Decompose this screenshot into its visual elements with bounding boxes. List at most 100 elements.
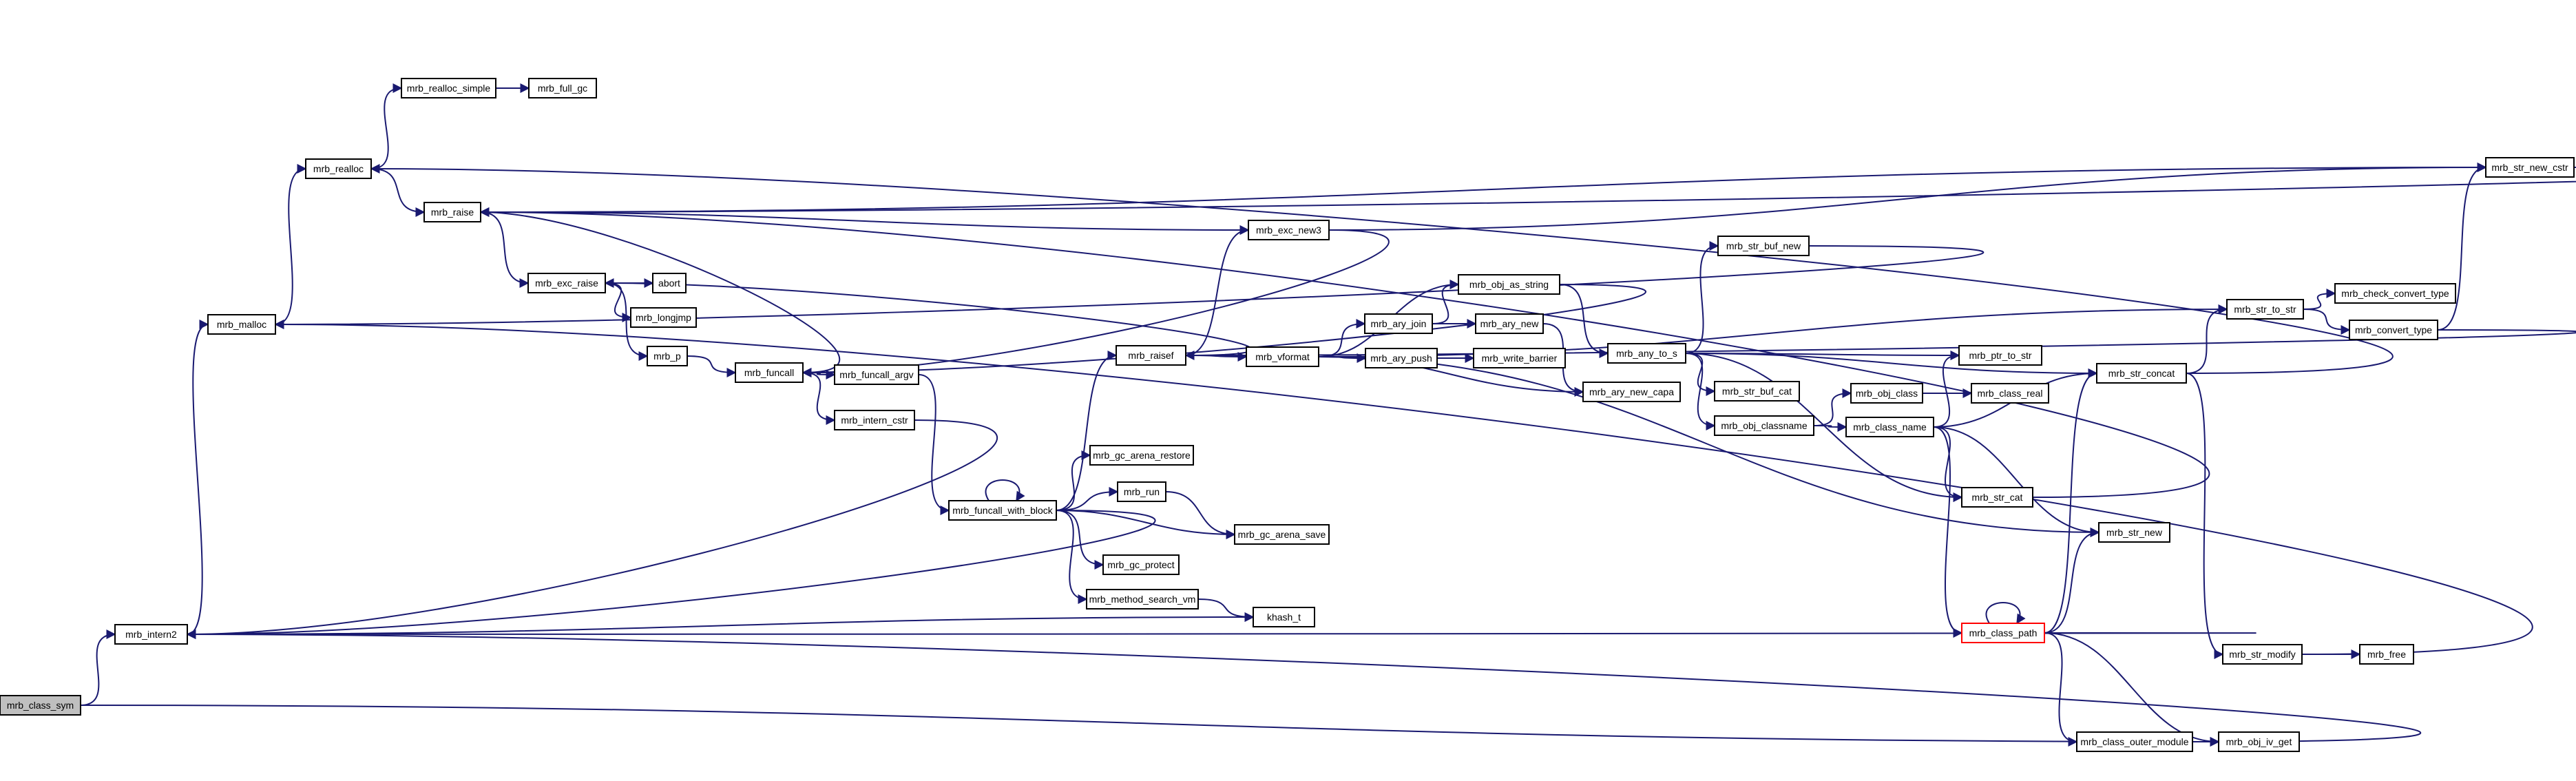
node-mrb_full_gc[interactable]: mrb_full_gc <box>528 78 597 98</box>
node-box-mrb_any_to_s[interactable] <box>1607 343 1686 364</box>
node-mrb_funcall[interactable]: mrb_funcall <box>735 362 804 383</box>
node-box-mrb_class_path[interactable] <box>1961 623 2045 643</box>
node-box-mrb_malloc[interactable] <box>207 314 276 335</box>
node-mrb_write_barrier[interactable]: mrb_write_barrier <box>1473 348 1566 368</box>
node-mrb_ary_push[interactable]: mrb_ary_push <box>1365 348 1438 368</box>
node-box-khash_t[interactable] <box>1253 607 1315 627</box>
node-mrb_ary_new_capa[interactable]: mrb_ary_new_capa <box>1582 382 1681 402</box>
node-box-mrb_funcall_argv[interactable] <box>834 364 919 385</box>
node-box-mrb_write_barrier[interactable] <box>1473 348 1566 368</box>
node-mrb_ptr_to_str[interactable]: mrb_ptr_to_str <box>1958 345 2042 366</box>
node-box-mrb_ary_new[interactable] <box>1475 313 1544 334</box>
node-box-mrb_gc_arena_save[interactable] <box>1234 524 1330 545</box>
node-abort[interactable]: abort <box>652 273 687 293</box>
node-box-mrb_intern_cstr[interactable] <box>834 410 915 430</box>
node-box-mrb_realloc[interactable] <box>305 158 372 179</box>
node-mrb_intern2[interactable]: mrb_intern2 <box>114 624 188 645</box>
node-box-mrb_raise[interactable] <box>423 202 481 222</box>
node-box-mrb_intern2[interactable] <box>114 624 188 645</box>
node-mrb_gc_protect[interactable]: mrb_gc_protect <box>1102 554 1180 575</box>
node-mrb_vformat[interactable]: mrb_vformat <box>1246 346 1319 367</box>
node-mrb_class_real[interactable]: mrb_class_real <box>1971 383 2049 404</box>
node-mrb_exc_new3[interactable]: mrb_exc_new3 <box>1248 220 1330 240</box>
node-mrb_run[interactable]: mrb_run <box>1117 481 1166 502</box>
node-box-mrb_str_to_str[interactable] <box>2226 299 2304 320</box>
node-box-mrb_str_buf_new[interactable] <box>1717 236 1810 256</box>
node-box-mrb_exc_raise[interactable] <box>527 273 606 293</box>
node-box-mrb_ptr_to_str[interactable] <box>1958 345 2042 366</box>
node-box-mrb_funcall[interactable] <box>735 362 804 383</box>
node-mrb_obj_as_string[interactable]: mrb_obj_as_string <box>1458 274 1560 295</box>
node-mrb_class_path[interactable]: mrb_class_path <box>1961 623 2045 643</box>
node-box-mrb_obj_as_string[interactable] <box>1458 274 1560 295</box>
node-box-mrb_obj_class[interactable] <box>1850 383 1923 404</box>
node-box-mrb_longjmp[interactable] <box>630 307 697 328</box>
node-mrb_realloc[interactable]: mrb_realloc <box>305 158 372 179</box>
node-mrb_method_search_vm[interactable]: mrb_method_search_vm <box>1086 589 1199 610</box>
node-box-mrb_str_cat[interactable] <box>1961 487 2033 508</box>
node-box-mrb_gc_arena_restore[interactable] <box>1089 445 1194 466</box>
node-box-mrb_class_sym[interactable] <box>0 695 81 716</box>
node-mrb_str_cat[interactable]: mrb_str_cat <box>1961 487 2033 508</box>
node-mrb_str_to_str[interactable]: mrb_str_to_str <box>2226 299 2304 320</box>
node-mrb_class_name[interactable]: mrb_class_name <box>1845 417 1934 437</box>
node-box-mrb_class_real[interactable] <box>1971 383 2049 404</box>
node-box-mrb_full_gc[interactable] <box>528 78 597 98</box>
node-mrb_raise[interactable]: mrb_raise <box>423 202 481 222</box>
node-mrb_class_sym[interactable]: mrb_class_sym <box>0 695 81 716</box>
node-mrb_longjmp[interactable]: mrb_longjmp <box>630 307 697 328</box>
node-box-mrb_ary_new_capa[interactable] <box>1582 382 1681 402</box>
node-mrb_str_buf_cat[interactable]: mrb_str_buf_cat <box>1714 381 1800 402</box>
node-box-mrb_class_name[interactable] <box>1845 417 1934 437</box>
node-mrb_obj_iv_get[interactable]: mrb_obj_iv_get <box>2218 731 2300 752</box>
node-mrb_str_new_cstr[interactable]: mrb_str_new_cstr <box>2485 157 2575 178</box>
node-mrb_any_to_s[interactable]: mrb_any_to_s <box>1607 343 1686 364</box>
node-box-mrb_str_modify[interactable] <box>2222 644 2303 665</box>
node-mrb_malloc[interactable]: mrb_malloc <box>207 314 276 335</box>
node-mrb_obj_class[interactable]: mrb_obj_class <box>1850 383 1923 404</box>
node-box-mrb_vformat[interactable] <box>1246 346 1319 367</box>
node-mrb_gc_arena_save[interactable]: mrb_gc_arena_save <box>1234 524 1330 545</box>
node-box-mrb_check_convert_type[interactable] <box>2334 283 2456 304</box>
node-box-abort[interactable] <box>652 273 687 293</box>
node-box-mrb_obj_classname[interactable] <box>1714 415 1814 436</box>
node-box-mrb_p[interactable] <box>647 346 688 366</box>
node-mrb_str_buf_new[interactable]: mrb_str_buf_new <box>1717 236 1810 256</box>
node-box-mrb_free[interactable] <box>2359 644 2414 665</box>
node-box-mrb_str_concat[interactable] <box>2096 363 2187 384</box>
node-box-mrb_method_search_vm[interactable] <box>1086 589 1199 610</box>
node-mrb_str_modify[interactable]: mrb_str_modify <box>2222 644 2303 665</box>
node-khash_t[interactable]: khash_t <box>1253 607 1315 627</box>
node-mrb_exc_raise[interactable]: mrb_exc_raise <box>527 273 606 293</box>
node-mrb_funcall_argv[interactable]: mrb_funcall_argv <box>834 364 919 385</box>
node-mrb_str_concat[interactable]: mrb_str_concat <box>2096 363 2187 384</box>
node-mrb_funcall_with_block[interactable]: mrb_funcall_with_block <box>948 500 1057 521</box>
node-mrb_free[interactable]: mrb_free <box>2359 644 2414 665</box>
node-mrb_convert_type[interactable]: mrb_convert_type <box>2349 320 2438 340</box>
node-mrb_str_new[interactable]: mrb_str_new <box>2098 522 2170 543</box>
node-mrb_gc_arena_restore[interactable]: mrb_gc_arena_restore <box>1089 445 1194 466</box>
node-box-mrb_ary_push[interactable] <box>1365 348 1438 368</box>
node-box-mrb_obj_iv_get[interactable] <box>2218 731 2300 752</box>
node-box-mrb_str_new_cstr[interactable] <box>2485 157 2575 178</box>
node-box-mrb_run[interactable] <box>1117 481 1166 502</box>
node-mrb_obj_classname[interactable]: mrb_obj_classname <box>1714 415 1814 436</box>
node-box-mrb_str_new[interactable] <box>2098 522 2170 543</box>
node-box-mrb_str_buf_cat[interactable] <box>1714 381 1800 402</box>
node-mrb_class_outer_module[interactable]: mrb_class_outer_module <box>2076 731 2193 752</box>
node-box-mrb_raisef[interactable] <box>1116 345 1186 366</box>
node-mrb_raisef[interactable]: mrb_raisef <box>1116 345 1186 366</box>
node-box-mrb_gc_protect[interactable] <box>1102 554 1180 575</box>
node-box-mrb_exc_new3[interactable] <box>1248 220 1330 240</box>
node-box-mrb_convert_type[interactable] <box>2349 320 2438 340</box>
node-box-mrb_ary_join[interactable] <box>1364 313 1433 334</box>
node-mrb_intern_cstr[interactable]: mrb_intern_cstr <box>834 410 915 430</box>
node-box-mrb_class_outer_module[interactable] <box>2076 731 2193 752</box>
node-mrb_ary_new[interactable]: mrb_ary_new <box>1475 313 1544 334</box>
node-mrb_p[interactable]: mrb_p <box>647 346 688 366</box>
node-mrb_realloc_simple[interactable]: mrb_realloc_simple <box>401 78 496 98</box>
node-mrb_check_convert_type[interactable]: mrb_check_convert_type <box>2334 283 2456 304</box>
node-mrb_ary_join[interactable]: mrb_ary_join <box>1364 313 1433 334</box>
node-box-mrb_realloc_simple[interactable] <box>401 78 496 98</box>
node-box-mrb_funcall_with_block[interactable] <box>948 500 1057 521</box>
